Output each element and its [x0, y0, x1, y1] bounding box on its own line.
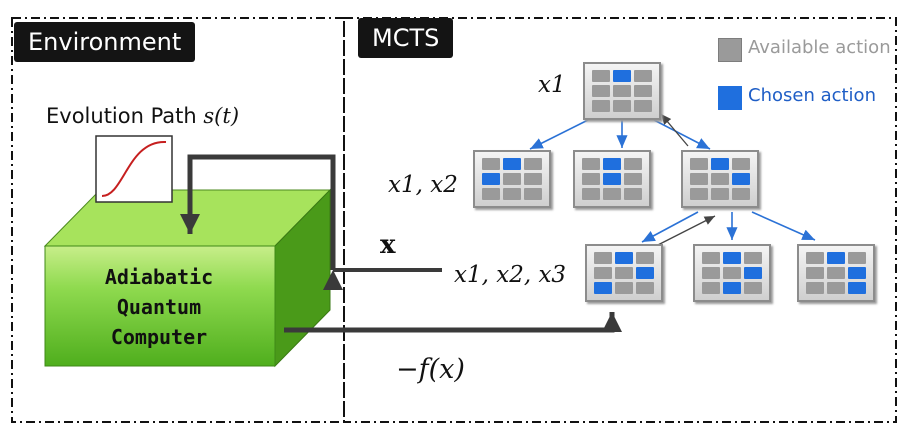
evolution-path-text: Evolution Path	[46, 104, 204, 128]
available-action-cell	[594, 267, 612, 279]
available-action-cell	[482, 158, 500, 170]
chosen-action-cell	[615, 252, 633, 264]
legend-chosen-label: Chosen action	[748, 85, 876, 106]
available-action-cell	[582, 158, 600, 170]
level-label-3: x1, x2, x3	[454, 262, 567, 288]
chosen-action-cell	[723, 282, 741, 294]
legend-available-label: Available action	[748, 37, 891, 58]
chosen-action-cell	[827, 252, 845, 264]
available-action-cell	[594, 252, 612, 264]
available-action-cell	[636, 252, 654, 264]
chosen-action-cell	[711, 158, 729, 170]
available-action-cell	[613, 85, 631, 97]
output-vector-label: x	[380, 230, 396, 260]
chosen-action-cell	[732, 173, 750, 185]
tree-node-l3-b	[693, 244, 771, 302]
available-action-cell	[690, 188, 708, 200]
available-action-icon	[718, 38, 742, 62]
available-action-cell	[806, 267, 824, 279]
chosen-action-cell	[744, 267, 762, 279]
tree-node-l2-b	[573, 150, 651, 208]
evolution-path-label: Evolution Path s(t)	[46, 104, 239, 128]
level-label-1: x1	[538, 72, 566, 98]
environment-title: Environment	[14, 22, 196, 62]
chosen-action-cell	[603, 173, 621, 185]
chosen-action-cell	[848, 267, 866, 279]
available-action-cell	[634, 100, 652, 112]
reward-label: −f(x)	[396, 354, 465, 385]
chosen-action-cell	[603, 158, 621, 170]
available-action-cell	[582, 188, 600, 200]
chosen-action-icon	[718, 86, 742, 110]
mcts-title: MCTS	[358, 18, 454, 58]
available-action-cell	[592, 100, 610, 112]
available-action-cell	[690, 173, 708, 185]
chosen-action-cell	[613, 70, 631, 82]
tree-node-l2-a	[473, 150, 551, 208]
tree-node-l2-c	[681, 150, 759, 208]
available-action-cell	[615, 282, 633, 294]
available-action-cell	[827, 267, 845, 279]
chosen-action-cell	[636, 267, 654, 279]
tree-node-l3-c	[797, 244, 875, 302]
evolution-path-symbol: s(t)	[203, 104, 240, 128]
evolution-path-plot	[95, 135, 173, 203]
available-action-cell	[634, 70, 652, 82]
available-action-cell	[690, 158, 708, 170]
available-action-cell	[732, 158, 750, 170]
available-action-cell	[503, 188, 521, 200]
available-action-cell	[624, 158, 642, 170]
available-action-cell	[723, 267, 741, 279]
available-action-cell	[482, 188, 500, 200]
available-action-cell	[702, 282, 720, 294]
chosen-action-cell	[594, 282, 612, 294]
available-action-cell	[806, 282, 824, 294]
available-action-cell	[702, 267, 720, 279]
mcts-panel-border	[343, 17, 897, 423]
chosen-action-cell	[482, 173, 500, 185]
available-action-cell	[592, 70, 610, 82]
reward-arrow	[284, 312, 622, 333]
tree-node-root	[583, 62, 661, 120]
available-action-cell	[711, 188, 729, 200]
available-action-cell	[634, 85, 652, 97]
available-action-cell	[603, 188, 621, 200]
available-action-cell	[524, 188, 542, 200]
chosen-action-cell	[848, 282, 866, 294]
available-action-cell	[613, 100, 631, 112]
available-action-cell	[615, 267, 633, 279]
available-action-cell	[624, 173, 642, 185]
available-action-cell	[827, 282, 845, 294]
available-action-cell	[848, 252, 866, 264]
available-action-cell	[744, 282, 762, 294]
available-action-cell	[592, 85, 610, 97]
available-action-cell	[636, 282, 654, 294]
chosen-action-cell	[723, 252, 741, 264]
output-arrow	[180, 154, 343, 290]
available-action-cell	[582, 173, 600, 185]
available-action-cell	[524, 173, 542, 185]
available-action-cell	[711, 173, 729, 185]
level-label-2: x1, x2	[388, 172, 458, 198]
tree-node-l3-a	[585, 244, 663, 302]
available-action-cell	[806, 252, 824, 264]
available-action-cell	[524, 158, 542, 170]
available-action-cell	[744, 252, 762, 264]
available-action-cell	[624, 188, 642, 200]
available-action-cell	[503, 173, 521, 185]
quantum-computer-label: Adiabatic Quantum Computer	[104, 265, 214, 349]
available-action-cell	[702, 252, 720, 264]
available-action-cell	[732, 188, 750, 200]
chosen-action-cell	[503, 158, 521, 170]
